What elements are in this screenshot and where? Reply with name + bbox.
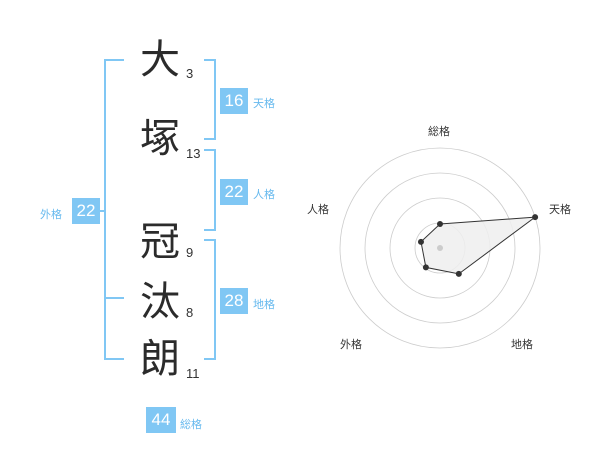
jinkaku-value-badge: 22 [220,179,248,205]
radar-axis-label-chikaku: 地格 [511,338,533,351]
name-char-3: 冠 [140,219,180,265]
tenkaku-value-badge: 16 [220,88,248,114]
radar-axis-label-soukaku: 総格 [428,125,450,138]
tenkaku-label: 天格 [253,97,275,110]
tenkaku-bracket [204,59,216,140]
radar-point-5 [417,238,424,245]
gaikaku-value-badge: 22 [72,198,100,224]
gaikaku-bracket-tick [104,297,124,299]
radar-point-4 [422,264,429,271]
gaikaku-bracket-connector [96,210,106,212]
stroke-count-2: 13 [186,146,201,161]
radar-point-3 [455,270,462,277]
gaikaku-label: 外格 [40,208,62,221]
radar-axis-label-tenkaku: 天格 [549,203,571,216]
radar-axis-label-gaikaku: 外格 [340,338,362,351]
radar-center-dot [437,245,443,251]
name-char-5: 朗 [140,336,180,382]
chikaku-label: 地格 [253,298,275,311]
stroke-count-4: 8 [186,305,194,320]
name-char-2: 塚 [140,116,180,162]
name-char-1: 大 [140,37,180,83]
radar-axis-label-jinkaku: 人格 [307,203,329,216]
soukaku-label: 総格 [180,418,202,431]
radar-grid-ring [339,147,541,349]
chikaku-bracket [204,239,216,360]
radar-series-polygon [420,216,537,275]
radar-grid-ring [364,172,516,324]
stroke-count-5: 11 [186,366,200,381]
gaikaku-bracket [104,59,124,360]
name-char-4: 汰 [140,279,180,325]
jinkaku-label: 人格 [253,188,275,201]
jinkaku-bracket [204,149,216,231]
soukaku-value-badge: 44 [146,407,176,433]
radar-point-2 [532,214,539,221]
chikaku-value-badge: 28 [220,288,248,314]
radar-point-1 [437,221,443,227]
stroke-count-3: 9 [186,245,194,260]
radar-points [417,214,539,277]
stroke-count-1: 3 [186,66,194,81]
